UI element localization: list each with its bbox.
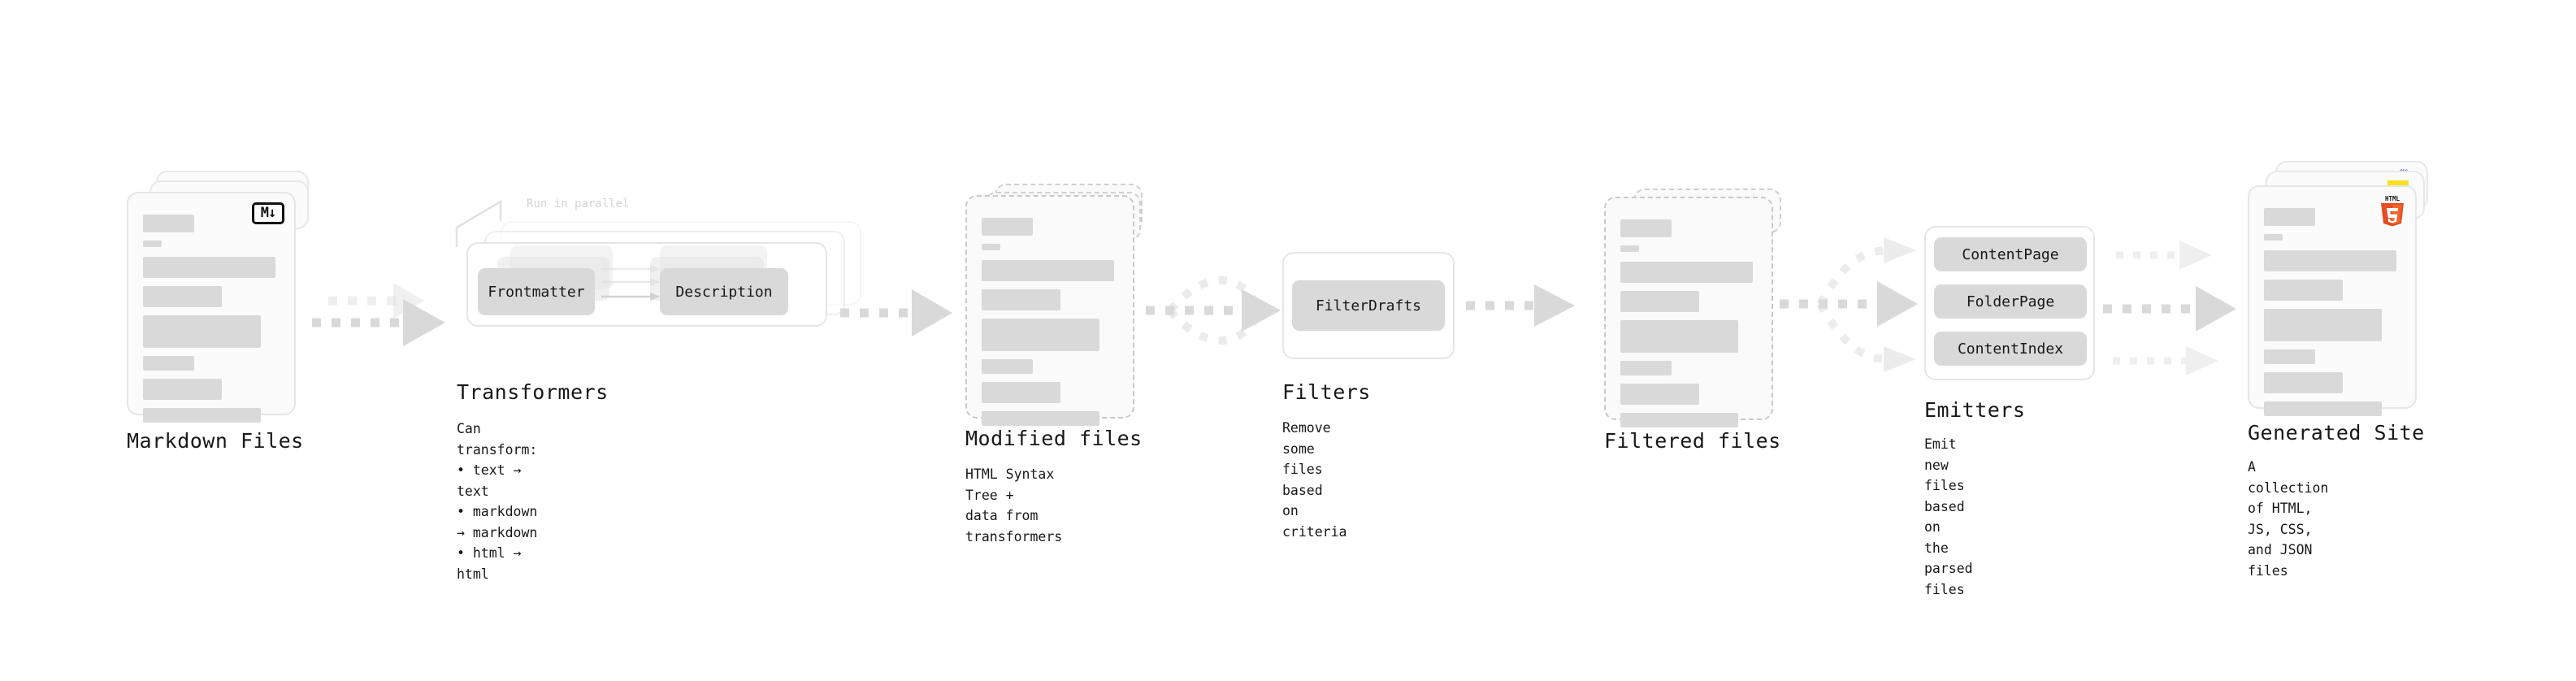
run-in-parallel-bracket (455, 199, 502, 247)
stage-title-filters: Filters (1282, 380, 1371, 404)
run-in-parallel-note: Run in parallel (527, 197, 630, 210)
filters-chip-filterdrafts[interactable]: FilterDrafts (1292, 280, 1445, 331)
arrow-filtered-to-emitters (1780, 237, 1918, 372)
stage-title-markdown-files: Markdown Files (127, 429, 304, 453)
arrow-modified-to-filters (1146, 275, 1281, 345)
stage-subtitle-modified-files: HTML Syntax Tree + data from transformer… (965, 466, 1063, 544)
arrow-transformers-to-modified (840, 289, 952, 336)
markdown-document-card: M↓ (127, 192, 296, 423)
markdown-icon: M↓ (252, 202, 284, 224)
svg-text:HTML: HTML (2385, 195, 2400, 202)
stage-subtitle-emitters: Emit new files based on the parsed files (1924, 436, 1973, 597)
stage-title-emitters: Emitters (1924, 398, 2026, 422)
stage-title-transformers: Transformers (457, 380, 609, 404)
arrow-filters-to-filtered (1466, 284, 1575, 327)
stage-subtitle-transformers: Can transform: • text → text • markdown … (457, 421, 538, 582)
emitters-chip-folderpage[interactable]: FolderPage (1934, 284, 2087, 319)
stage-title-modified-files: Modified files (965, 427, 1143, 450)
html5-icon: HTML (2381, 195, 2404, 227)
transformer-chip-frontmatter[interactable]: Frontmatter (478, 268, 595, 315)
modified-document-card (965, 195, 1134, 426)
transformer-chip-description[interactable]: Description (660, 268, 788, 315)
filtered-document-card (1604, 197, 1773, 427)
arrow-emitters-to-site (2103, 241, 2236, 375)
stage-subtitle-generated-site: A collection of HTML, JS, CSS, and JSON … (2248, 459, 2329, 579)
generated-site-document-card: HTML (2248, 185, 2417, 416)
emitters-chip-contentpage[interactable]: ContentPage (1934, 237, 2087, 271)
stage-subtitle-filters: Remove some files based on criteria (1282, 420, 1347, 540)
transformer-internal-arrows (601, 265, 660, 301)
stage-title-generated-site: Generated Site (2248, 421, 2425, 445)
emitters-chip-contentindex[interactable]: ContentIndex (1934, 332, 2087, 366)
stage-title-filtered-files: Filtered files (1604, 429, 1781, 453)
arrow-markdown-to-transformers (312, 283, 445, 346)
